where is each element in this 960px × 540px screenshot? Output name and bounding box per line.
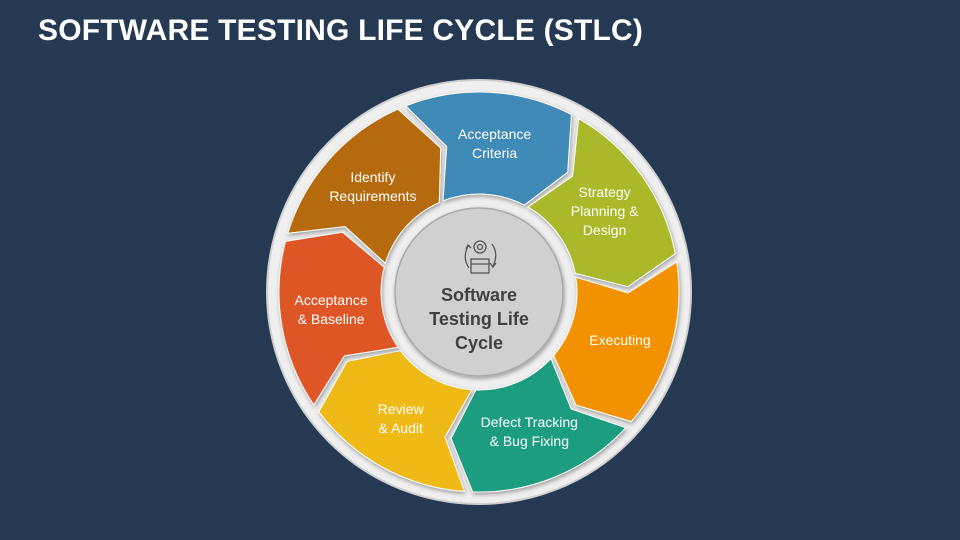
stage-label-executing: Executing [555,331,685,350]
stage-segment-identify-requirements [287,108,442,265]
stage-label-line: & Bug Fixing [489,433,569,450]
gear-cycle-box-icon [464,240,497,274]
stage-label-line: Defect Tracking [480,414,578,431]
stage-label-acceptance-baseline: Acceptance & Baseline [266,291,396,329]
center-hub [394,207,564,377]
center-line: Cycle [454,333,504,353]
stage-label-line: Acceptance [458,125,532,142]
slide-title: SOFTWARE TESTING LIFE CYCLE (STLC) [38,14,644,47]
stage-label-line: Acceptance [294,291,368,308]
stage-segment-acceptance-criteria [404,91,572,206]
stage-label-line: Strategy [578,184,631,201]
stage-label-line: Identify [350,169,396,186]
stage-label-line: Executing [589,331,651,348]
center-line: Testing Life [429,309,529,329]
stage-segment-executing [553,261,680,423]
stage-label-line: Review [377,400,424,417]
stage-segment-acceptance-baseline [278,231,399,406]
center-label: Software Testing Life Cycle [409,283,549,355]
stage-label-line: & Baseline [297,310,365,327]
stage-label-line: & Audit [378,419,423,436]
stage-label-line: Planning & [570,203,639,220]
stage-label-line: Criteria [472,144,518,161]
stage-segment-review-audit [318,350,473,493]
stage-label-line: Design [582,222,627,239]
center-line: Software [440,285,518,305]
stage-label-defect-tracking-bug-fixing: Defect Tracking & Bug Fixing [464,413,594,451]
stage-segment-strategy-planning-design [526,117,676,288]
stage-segment-defect-tracking-bug-fixing [450,357,627,493]
stage-label-line: Requirements [329,188,417,205]
stage-label-review-audit: Review & Audit [336,400,466,438]
